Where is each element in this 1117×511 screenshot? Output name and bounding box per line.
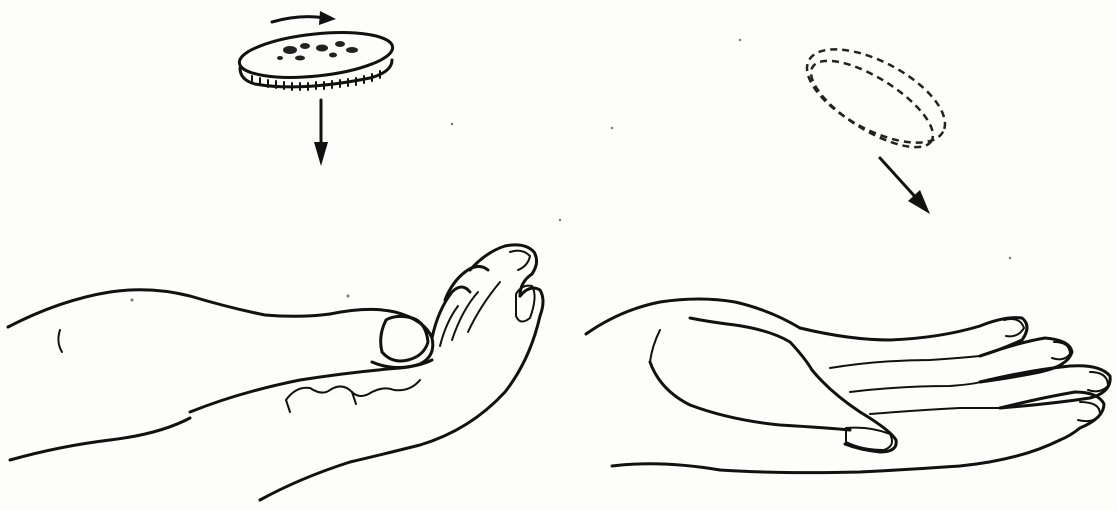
coin-trace-inner <box>799 45 945 163</box>
fingernail <box>1088 372 1108 391</box>
spin-arrow-icon <box>272 11 336 25</box>
coin-relief <box>277 41 358 61</box>
fingernail <box>510 251 530 270</box>
coin-trace-outer <box>793 30 959 161</box>
diagonal-fall-arrow-icon <box>880 158 930 214</box>
spinning-coin <box>793 30 959 163</box>
fingernail <box>1004 319 1024 336</box>
cupped-hand <box>8 245 543 500</box>
right-panel <box>586 30 1110 472</box>
fingernail <box>1078 402 1100 421</box>
falling-coin <box>237 26 395 90</box>
open-hand <box>586 299 1110 473</box>
thumbnail <box>381 316 428 361</box>
left-panel <box>8 11 543 500</box>
fall-arrow-icon <box>314 100 328 166</box>
